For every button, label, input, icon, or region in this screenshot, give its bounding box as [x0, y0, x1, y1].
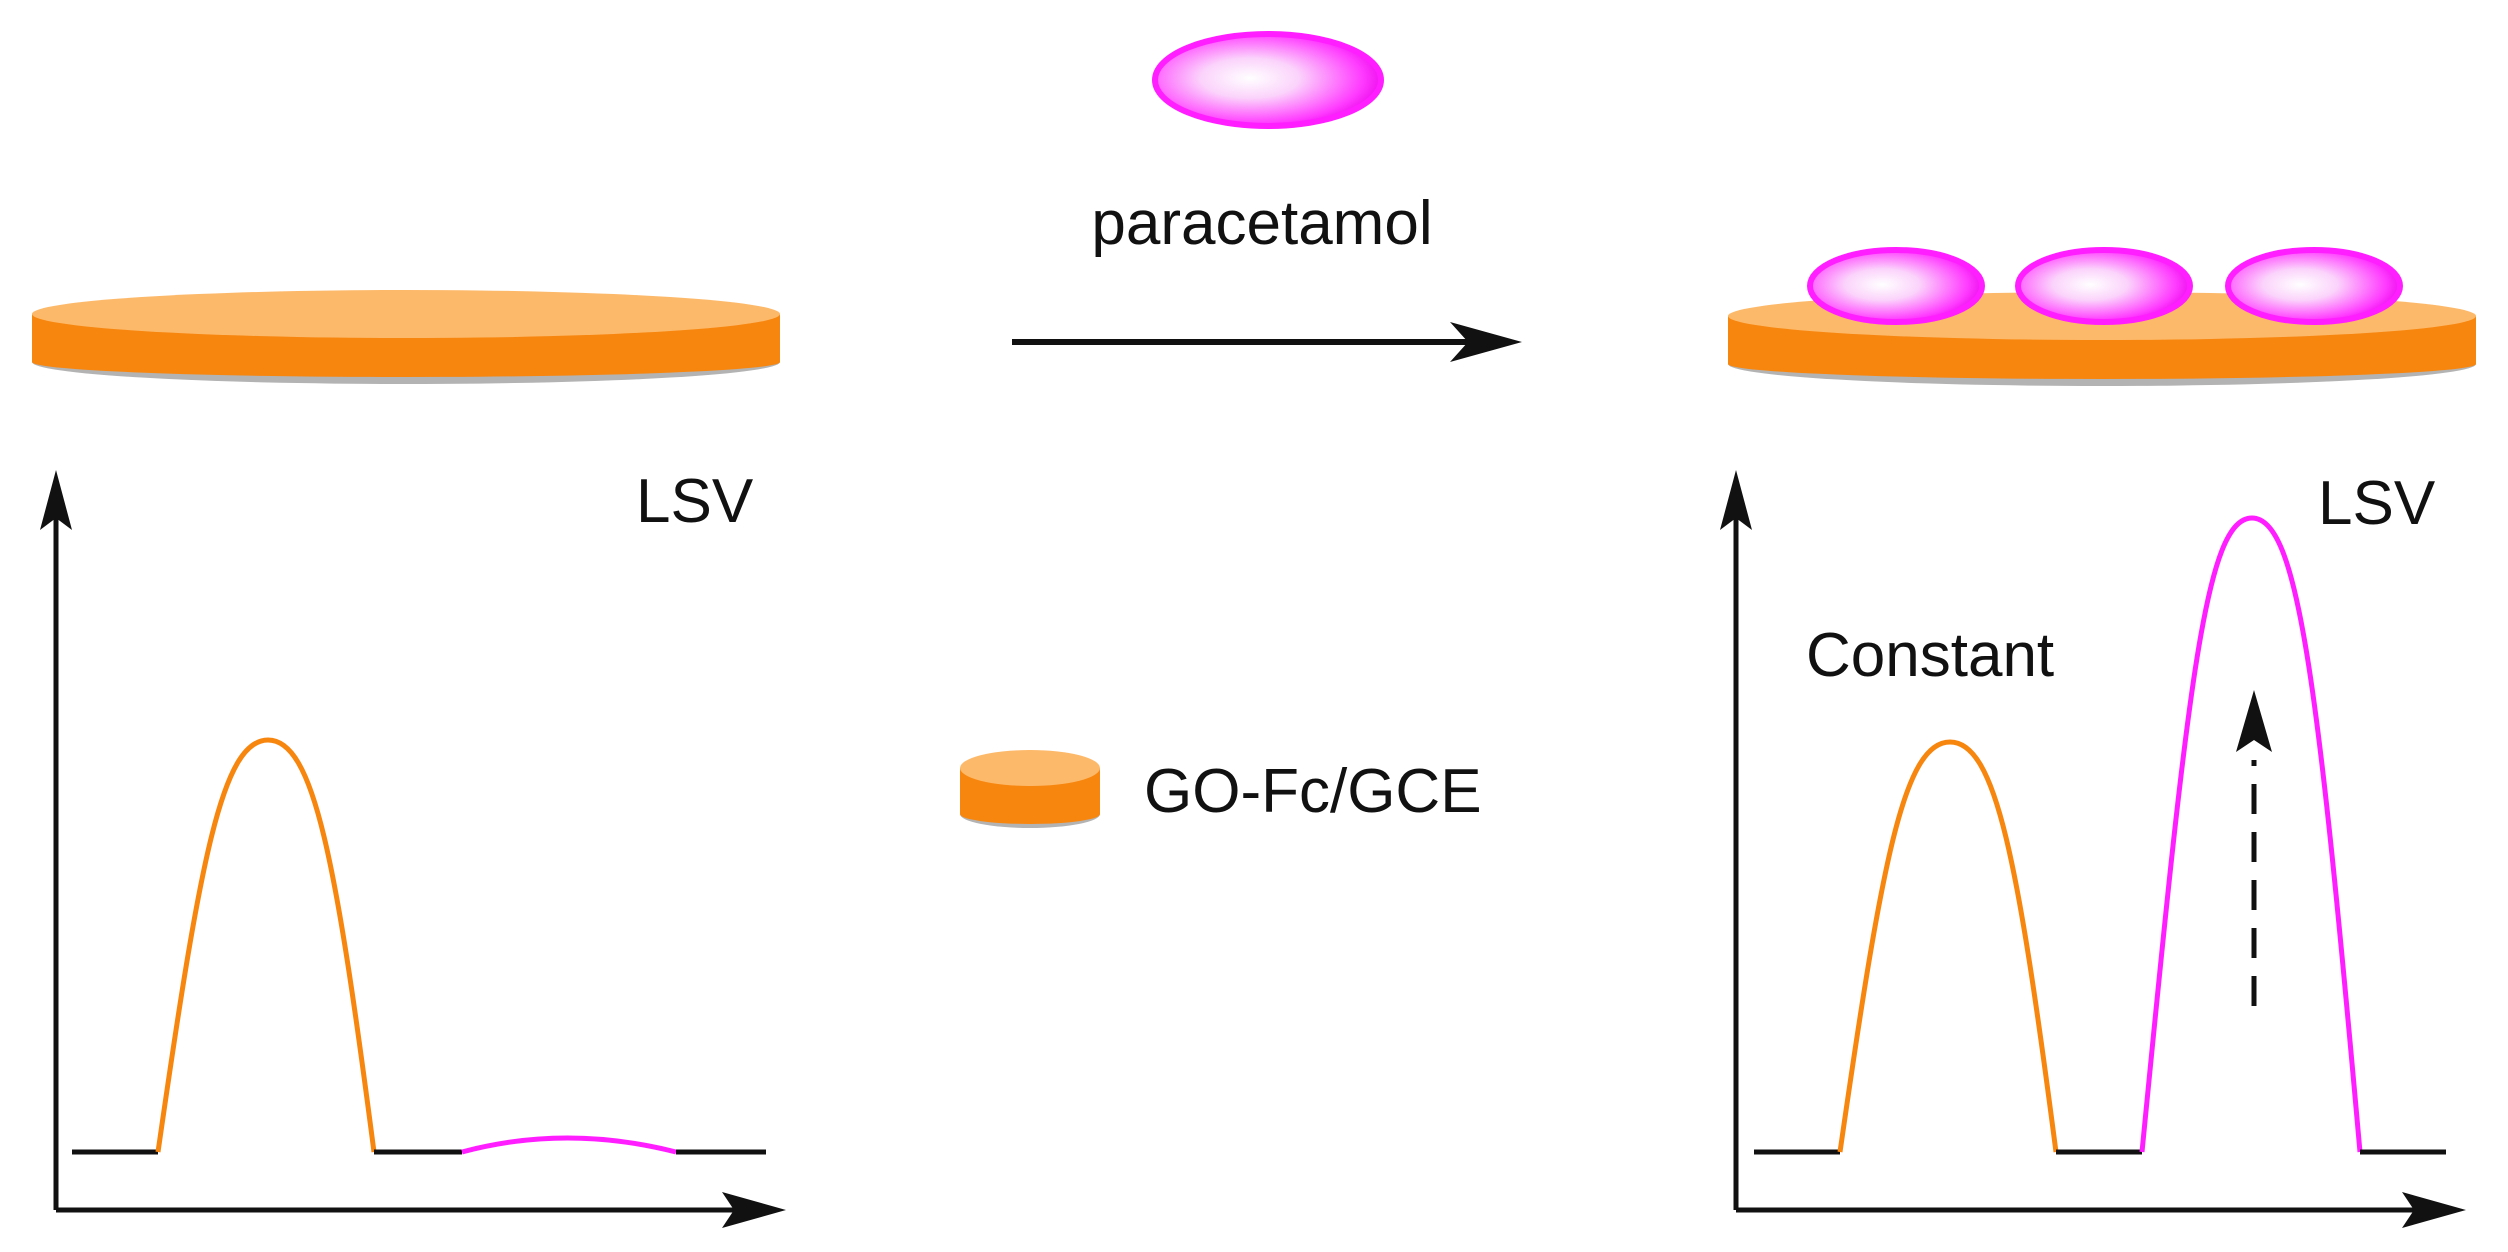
reaction-arrow-icon	[1012, 322, 1522, 362]
left-lsv-plot: LSV	[40, 467, 786, 1228]
adsorbed-molecule-icon	[2225, 247, 2403, 325]
adsorbed-molecule-icon	[1807, 247, 1985, 325]
ferrocene-peak	[1837, 739, 2059, 1153]
lsv-label: LSV	[2318, 469, 2436, 538]
lsv-label: LSV	[636, 467, 754, 536]
y-axis-arrowhead-icon	[1720, 470, 1752, 530]
legend-label: GO-Fc/GCE	[1144, 757, 1482, 826]
x-axis-arrowhead-icon	[2402, 1192, 2466, 1228]
reagent-label: paracetamol	[1091, 189, 1432, 258]
constant-label: Constant	[1806, 621, 2054, 690]
adsorbed-molecule-icon	[2015, 247, 2193, 325]
legend: GO-Fc/GCE	[960, 750, 1482, 828]
paracetamol-molecule-icon	[1152, 31, 1384, 129]
y-axis-arrowhead-icon	[40, 470, 72, 530]
paracetamol-peak	[461, 1135, 677, 1155]
left-electrode	[32, 290, 780, 384]
ferrocene-peak	[155, 737, 377, 1153]
right-lsv-plot: Constant LSV	[1720, 469, 2466, 1228]
increase-arrow-icon	[2236, 690, 2272, 1006]
x-axis-arrowhead-icon	[722, 1192, 786, 1228]
paracetamol-peak	[2139, 515, 2363, 1153]
electrode-legend-icon	[960, 750, 1100, 828]
